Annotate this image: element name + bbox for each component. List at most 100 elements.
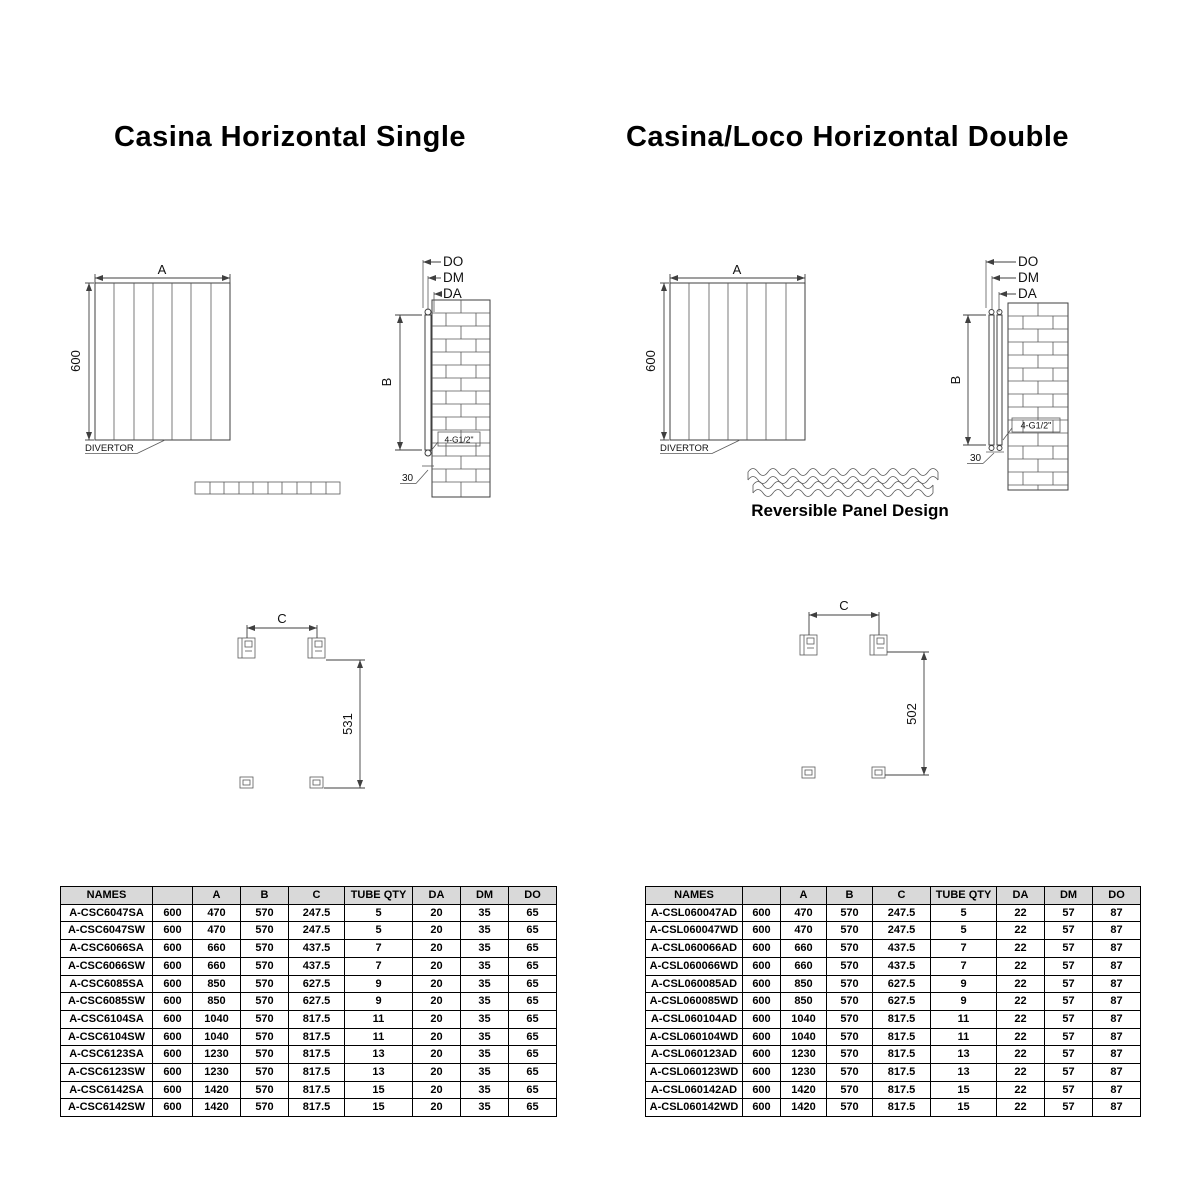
spec-cell: 470 xyxy=(192,903,241,923)
side-pipe-2 xyxy=(996,314,1003,446)
spec-cell: 65 xyxy=(508,903,557,923)
spec-cell: 9 xyxy=(344,974,413,994)
spec-cell: 627.5 xyxy=(288,992,345,1011)
spec-cell: 22 xyxy=(996,921,1045,941)
spec-cell: 570 xyxy=(826,1009,873,1029)
offset-30-label: 30 xyxy=(970,453,982,464)
left-section-title: Casina Horizontal Single xyxy=(114,121,466,153)
spec-cell: 35 xyxy=(460,1080,509,1100)
spec-cell: 65 xyxy=(508,1098,557,1118)
reversible-panel-caption: Reversible Panel Design xyxy=(751,501,949,520)
spec-cell: 570 xyxy=(240,1045,289,1065)
spec-cell: 470 xyxy=(780,903,827,923)
spec-cell: 13 xyxy=(344,1063,413,1082)
spec-cell: 57 xyxy=(1044,1009,1093,1029)
spec-cell: 57 xyxy=(1044,903,1093,923)
spec-cell: 35 xyxy=(460,1098,509,1118)
spec-cell: 817.5 xyxy=(288,1009,345,1029)
single-side-view: DO DM DA B 4-G1/2" 30 xyxy=(379,254,491,498)
spec-cell: 20 xyxy=(412,1098,461,1118)
spec-cell: 65 xyxy=(508,1009,557,1029)
spec-cell: 570 xyxy=(826,939,873,958)
column-header: B xyxy=(826,886,873,905)
spec-cell: 570 xyxy=(240,903,289,923)
spec-cell: 817.5 xyxy=(288,1045,345,1065)
dim-label-dm: DM xyxy=(1018,270,1039,285)
wall-bracket-bottom-right xyxy=(871,766,886,779)
spec-cell: 35 xyxy=(460,903,509,923)
radiator-front-outline xyxy=(94,282,231,441)
column-header xyxy=(742,886,781,905)
model-name-cell: A-CSC6066SW xyxy=(60,956,153,976)
model-name-cell: A-CSL060047AD xyxy=(645,903,743,923)
spec-cell: 600 xyxy=(152,1045,193,1065)
spec-cell: 65 xyxy=(508,992,557,1011)
spec-cell: 87 xyxy=(1092,1098,1141,1118)
spec-cell: 437.5 xyxy=(288,939,345,958)
spec-cell: 35 xyxy=(460,939,509,958)
spec-cell: 65 xyxy=(508,1080,557,1100)
bracket-span-label: 502 xyxy=(904,703,919,725)
spec-cell: 600 xyxy=(152,921,193,941)
spec-cell: 570 xyxy=(826,1027,873,1047)
wall-bracket-bottom-right xyxy=(309,776,324,789)
model-name-cell: A-CSC6104SA xyxy=(60,1009,153,1029)
spec-cell: 817.5 xyxy=(872,1063,931,1082)
model-name-cell: A-CSC6085SA xyxy=(60,974,153,994)
spec-cell: 817.5 xyxy=(288,1098,345,1118)
spec-cell: 817.5 xyxy=(872,1098,931,1118)
spec-cell: 22 xyxy=(996,992,1045,1011)
divertor-leader-line xyxy=(136,439,166,454)
spec-cell: 57 xyxy=(1044,939,1093,958)
dim-label-c: C xyxy=(839,598,848,613)
spec-cell: 7 xyxy=(930,939,997,958)
spec-cell: 1040 xyxy=(192,1027,241,1047)
spec-cell: 20 xyxy=(412,1080,461,1100)
spec-cell: 20 xyxy=(412,1045,461,1065)
spec-cell: 850 xyxy=(780,992,827,1011)
model-name-cell: A-CSC6142SA xyxy=(60,1080,153,1100)
double-bracket-layout: C 502 xyxy=(799,598,929,779)
spec-cell: 570 xyxy=(826,1098,873,1118)
column-header: DA xyxy=(412,886,461,905)
spec-cell: 247.5 xyxy=(288,903,345,923)
spec-cell: 817.5 xyxy=(288,1063,345,1082)
spec-cell: 7 xyxy=(344,956,413,976)
spec-cell: 1230 xyxy=(780,1063,827,1082)
spec-cell: 57 xyxy=(1044,1045,1093,1065)
dim-label-a: A xyxy=(733,262,742,277)
wall-bracket-top-left xyxy=(799,634,818,656)
dim-label-dm: DM xyxy=(443,270,464,285)
spec-cell: 22 xyxy=(996,939,1045,958)
spec-cell: 660 xyxy=(780,956,827,976)
thread-size-label: 4-G1/2" xyxy=(1021,421,1052,431)
spec-cell: 660 xyxy=(192,939,241,958)
spec-cell: 35 xyxy=(460,974,509,994)
spec-cell: 87 xyxy=(1092,1063,1141,1082)
spec-cell: 570 xyxy=(240,1063,289,1082)
spec-cell: 600 xyxy=(742,1045,781,1065)
spec-cell: 570 xyxy=(240,974,289,994)
spec-cell: 570 xyxy=(826,1063,873,1082)
single-diagram-group: A 600 DIVERTOR xyxy=(68,254,491,789)
column-header: NAMES xyxy=(60,886,153,905)
spec-cell: 850 xyxy=(192,974,241,994)
spec-cell: 20 xyxy=(412,921,461,941)
spec-cell: 65 xyxy=(508,921,557,941)
spec-cell: 570 xyxy=(826,903,873,923)
column-header: C xyxy=(872,886,931,905)
double-top-view xyxy=(747,468,939,497)
spec-cell: 247.5 xyxy=(872,921,931,941)
spec-cell: 627.5 xyxy=(288,974,345,994)
spec-cell: 57 xyxy=(1044,1063,1093,1082)
